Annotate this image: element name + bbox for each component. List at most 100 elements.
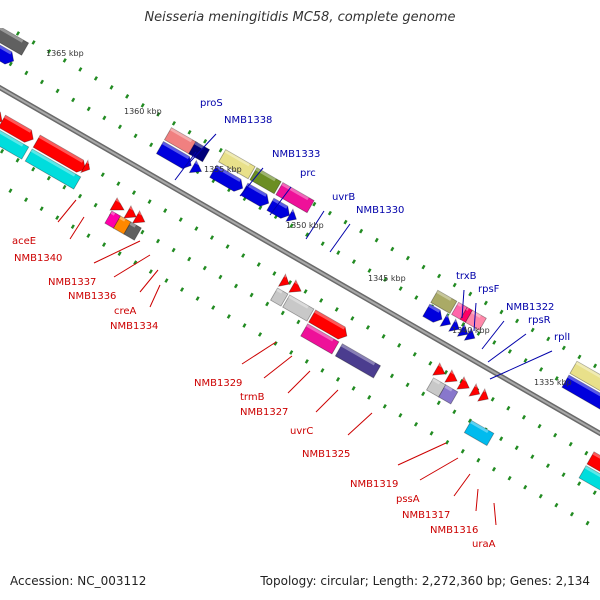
tick-dot: [530, 454, 535, 460]
tick-dot: [561, 345, 566, 351]
tick-dot: [320, 241, 325, 246]
label-leader-line: [461, 289, 465, 319]
gene-label-nmb1337: NMB1337: [48, 277, 96, 288]
gene-label-nmb1340: NMB1340: [14, 253, 62, 264]
tick-dot: [568, 441, 573, 447]
tick-dot: [249, 292, 254, 298]
tick-dot: [39, 79, 45, 85]
tick-dot: [335, 377, 341, 382]
tick-dot: [584, 450, 589, 456]
tick-dot: [117, 251, 122, 256]
tick-dot: [397, 343, 402, 348]
gene-label-pssa: pssA: [396, 494, 420, 505]
label-leader-line: [493, 502, 497, 526]
tick-dot: [100, 172, 105, 178]
label-leader-line: [453, 473, 471, 497]
tick-dot: [382, 404, 387, 409]
gene-feature: [123, 221, 142, 241]
tick-dot: [592, 490, 597, 495]
tick-dot: [265, 301, 270, 307]
tick-dot: [156, 112, 161, 117]
tick-dot: [257, 332, 263, 337]
tick-dot: [202, 265, 207, 271]
label-leader-line: [315, 389, 339, 413]
gene-feature: [334, 343, 382, 379]
tick-dot: [133, 133, 138, 139]
tick-dot: [593, 363, 598, 369]
gene-feature: [0, 128, 30, 160]
gene-feature: [578, 465, 600, 494]
gene-feature: [104, 210, 122, 229]
tick-dot: [537, 423, 542, 429]
gene-feature: [155, 140, 192, 170]
tick-dot: [585, 520, 590, 526]
tick-dot: [86, 106, 91, 112]
tick-dot: [179, 287, 185, 292]
tick-dot: [539, 367, 544, 372]
tick-dot: [8, 61, 13, 67]
tick-dot: [93, 76, 98, 81]
tick-dot: [437, 273, 442, 279]
tick-dot: [398, 286, 403, 291]
gene-feature: [456, 323, 469, 337]
tick-dot: [476, 331, 481, 336]
label-leader-line: [397, 442, 447, 466]
tick-dot: [320, 368, 325, 373]
tick-dot: [62, 184, 67, 190]
tick-dot: [149, 142, 154, 148]
tick-dot: [77, 193, 83, 199]
topology-text: Topology: circular; Length: 2,272,360 bp…: [260, 574, 590, 588]
gene-label-pros: proS: [200, 98, 223, 109]
tick-dot: [0, 148, 5, 154]
tick-dot: [398, 412, 403, 418]
gene-feature: [448, 318, 460, 332]
tick-dot: [55, 88, 60, 94]
tick-dot: [343, 219, 348, 225]
tick-dot: [429, 430, 434, 436]
gene-feature: [109, 197, 125, 211]
label-leader-line: [263, 355, 293, 379]
gene-label-nmb1325: NMB1325: [302, 449, 350, 460]
tick-dot: [507, 349, 512, 354]
tick-dot: [336, 250, 341, 255]
tick-dot: [125, 94, 130, 99]
tick-dot: [553, 432, 558, 438]
tick-dot: [460, 448, 465, 454]
tick-dot: [194, 226, 199, 231]
label-leader-line: [489, 350, 553, 380]
tick-dot: [514, 445, 519, 451]
gene-label-nmb1330: NMB1330: [356, 205, 404, 216]
tick-dot: [468, 291, 473, 297]
tick-dot: [351, 386, 356, 391]
gene-label-nmb1334: NMB1334: [110, 321, 158, 332]
tick-dot: [492, 340, 497, 345]
label-leader-line: [473, 302, 477, 332]
tick-dot: [133, 260, 138, 265]
tick-dot: [319, 298, 324, 303]
gene-feature: [24, 148, 82, 190]
tick-dot: [569, 511, 575, 517]
tick-label: 1335 kbp: [534, 378, 572, 387]
tick-dot: [327, 210, 332, 216]
tick-dot: [225, 244, 230, 249]
gene-label-nmb1317: NMB1317: [402, 510, 450, 521]
gene-feature: [209, 164, 244, 192]
tick-dot: [15, 157, 20, 163]
gene-feature: [218, 149, 256, 180]
tick-dot: [538, 493, 543, 499]
gene-feature: [430, 289, 458, 314]
tick-dot: [86, 233, 91, 238]
gene-label-uraa: uraA: [472, 539, 496, 550]
gene-label-nmb1319: NMB1319: [350, 479, 398, 490]
tick-dot: [381, 334, 386, 339]
tick-label: 1365 kbp: [46, 49, 84, 58]
gene-feature: [432, 362, 446, 376]
tick-dot: [289, 350, 294, 355]
gene-feature: [80, 159, 91, 174]
label-leader-line: [269, 186, 292, 216]
tick-dot: [452, 282, 457, 288]
tick-dot: [31, 40, 36, 45]
gene-feature: [277, 273, 290, 287]
